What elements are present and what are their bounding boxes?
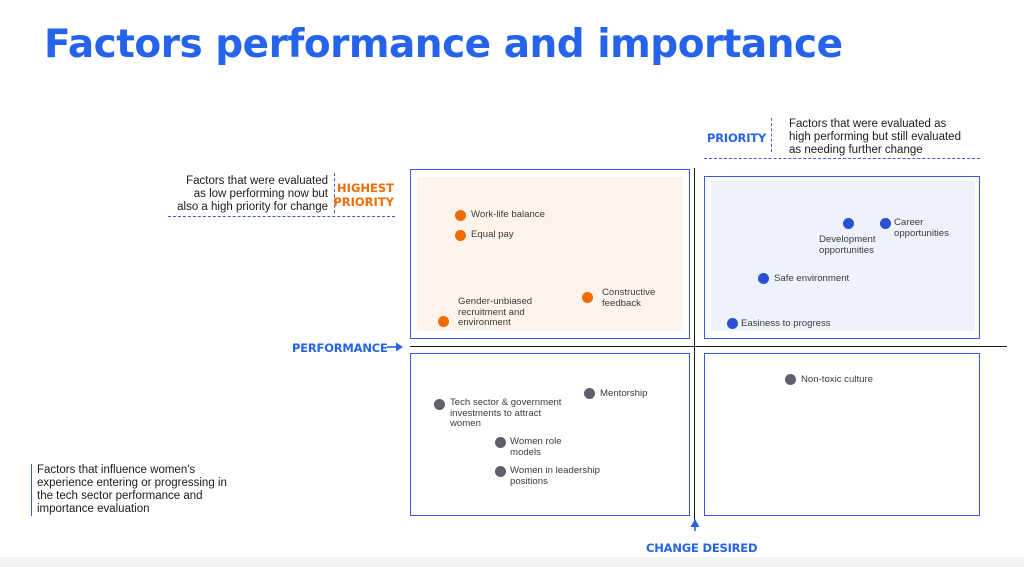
point-tech-sector-investments bbox=[434, 399, 445, 410]
quadrant-top-right-fill bbox=[711, 181, 975, 331]
label-career-opportunities: Career opportunities bbox=[894, 217, 949, 239]
point-work-life-balance bbox=[455, 210, 466, 221]
label-equal-pay: Equal pay bbox=[471, 229, 514, 240]
priority-label: PRIORITY bbox=[707, 131, 767, 145]
page-bottom-strip bbox=[0, 557, 1024, 567]
horizontal-axis bbox=[410, 346, 1007, 348]
priority-note: Factors that were evaluated as high perf… bbox=[789, 118, 961, 156]
label-safe-environment: Safe environment bbox=[774, 273, 850, 284]
footer-note-bar bbox=[31, 464, 32, 516]
point-safe-environment bbox=[758, 273, 769, 284]
footer-note: Factors that influence women's experienc… bbox=[37, 464, 227, 515]
page-title: Factors performance and importance bbox=[44, 22, 843, 67]
point-women-in-leadership bbox=[495, 466, 506, 477]
point-career-opportunities bbox=[880, 218, 891, 229]
change-desired-arrow-icon bbox=[690, 519, 700, 531]
point-mentorship bbox=[584, 388, 595, 399]
highest-priority-divider bbox=[334, 173, 335, 213]
point-development-opportunities bbox=[843, 218, 854, 229]
change-desired-label: CHANGE DESIRED bbox=[646, 541, 758, 555]
point-constructive-feedback bbox=[582, 292, 593, 303]
label-women-role-models: Women role models bbox=[510, 436, 562, 458]
priority-divider bbox=[771, 118, 772, 152]
label-tech-sector-investments: Tech sector & government investments to … bbox=[450, 397, 562, 429]
highest-priority-underline bbox=[168, 216, 395, 217]
point-women-role-models bbox=[495, 437, 506, 448]
point-easiness-to-progress bbox=[727, 318, 738, 329]
quadrant-top-left bbox=[410, 169, 690, 339]
label-easiness-to-progress: Easiness to progress bbox=[741, 318, 831, 329]
quadrant-top-right bbox=[704, 176, 980, 339]
label-non-toxic-culture: Non-toxic culture bbox=[801, 374, 873, 385]
point-equal-pay bbox=[455, 230, 466, 241]
label-constructive-feedback: Constructive feedback bbox=[602, 287, 656, 309]
quadrant-top-left-fill bbox=[417, 177, 683, 331]
label-gender-unbiased: Gender-unbiased recruitment and environm… bbox=[458, 296, 533, 328]
quadrant-bottom-right bbox=[704, 353, 980, 516]
label-women-in-leadership: Women in leadership positions bbox=[510, 465, 600, 487]
point-non-toxic-culture bbox=[785, 374, 796, 385]
performance-arrow-icon bbox=[387, 342, 403, 352]
label-work-life-balance: Work-life balance bbox=[471, 209, 545, 220]
performance-label: PERFORMANCE bbox=[292, 341, 388, 355]
priority-underline bbox=[704, 158, 980, 159]
label-mentorship: Mentorship bbox=[600, 388, 648, 399]
point-gender-unbiased bbox=[438, 316, 449, 327]
highest-priority-label: HIGHEST PRIORITY bbox=[333, 181, 394, 209]
label-development-opportunities: Development opportunities bbox=[819, 234, 876, 256]
quadrant-bottom-left bbox=[410, 353, 690, 516]
highest-priority-note: Factors that were evaluated as low perfo… bbox=[177, 175, 328, 213]
